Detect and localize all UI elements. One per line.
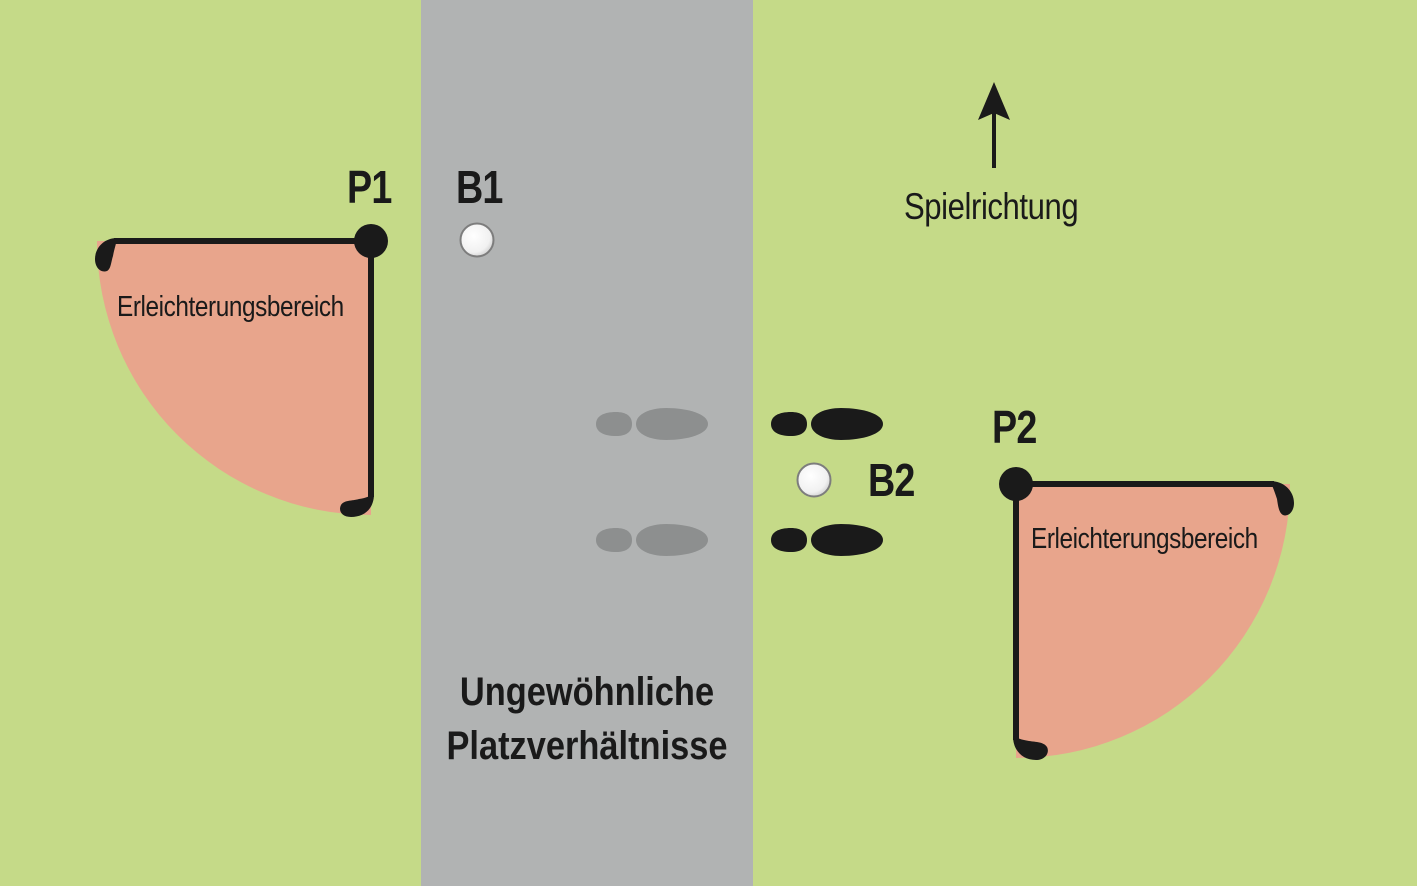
point-p2-label: P2 [992, 401, 1037, 453]
abnormal-conditions-label-line2: Platzverhältnisse [446, 724, 728, 768]
direction-of-play-label: Spielrichtung [904, 186, 1079, 227]
point-p1-marker [354, 224, 388, 258]
footprint-icon [771, 408, 883, 440]
ball-b1-label: B1 [456, 161, 503, 213]
relief-area-left-label: Erleichterungsbereich [117, 291, 344, 323]
point-p2-marker [999, 467, 1033, 501]
golf-ball-icon [459, 222, 495, 258]
relief-area-left [97, 241, 371, 515]
boundary-end-cap-right-bottom [1013, 736, 1048, 760]
point-p1-label: P1 [347, 161, 392, 213]
boundary-end-cap-left-bottom [340, 494, 374, 517]
footprint-icon [596, 524, 708, 556]
footprint-icon [771, 524, 883, 556]
relief-area-right [1016, 484, 1290, 758]
ball-b2-label: B2 [868, 454, 915, 506]
arrow-up-icon [978, 82, 1010, 168]
boundary-end-cap-left-top [95, 238, 117, 272]
abnormal-ground-area [421, 0, 753, 886]
abnormal-conditions-label-line1: Ungewöhnliche [459, 670, 715, 714]
relief-area-right-label: Erleichterungsbereich [1031, 523, 1258, 555]
golf-ball-icon [796, 462, 832, 498]
boundary-end-cap-right-top [1270, 481, 1294, 516]
footprint-icon [596, 408, 708, 440]
